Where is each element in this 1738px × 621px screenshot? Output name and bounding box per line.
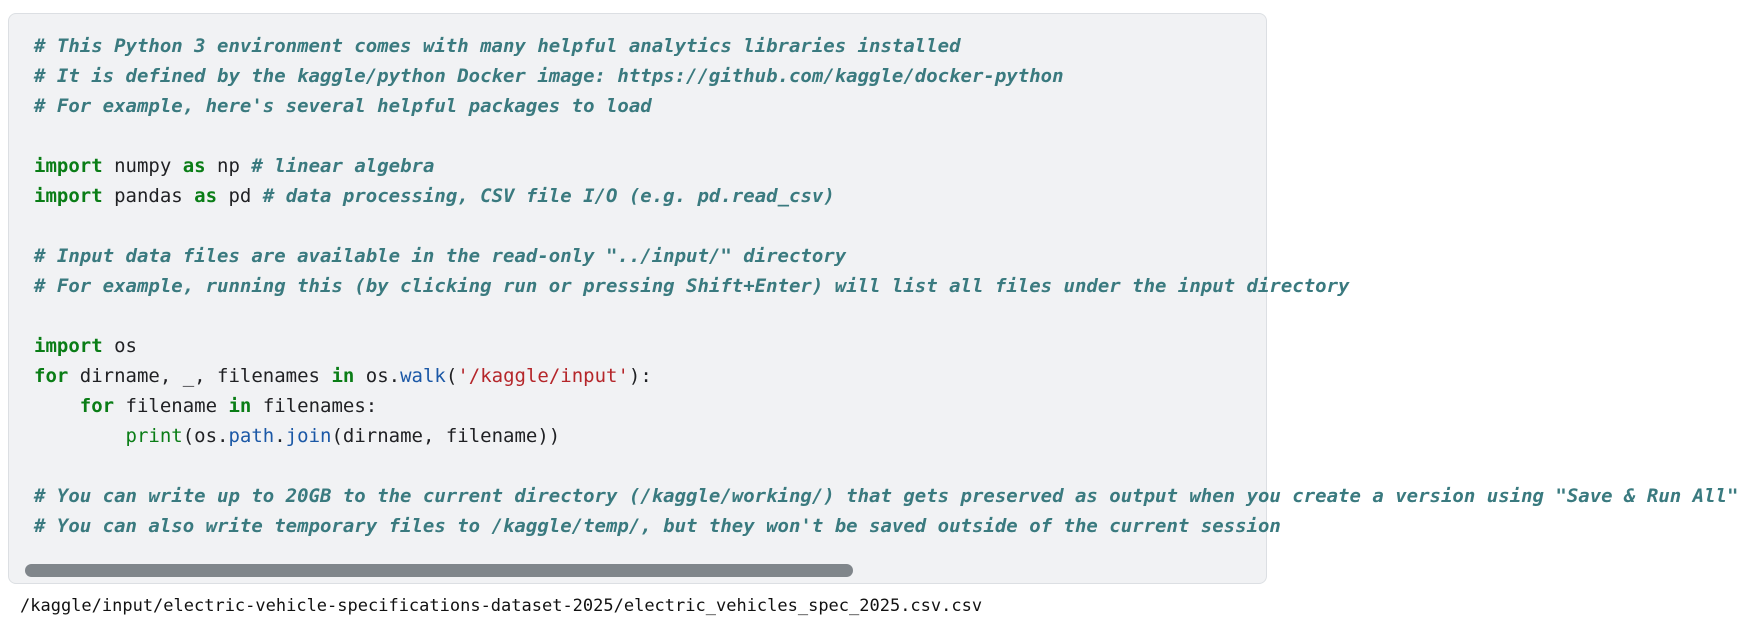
code-line-6: import pandas as pd # data processing, C… — [34, 181, 1266, 211]
code-text: os — [102, 335, 137, 357]
code-line-8: # Input data files are available in the … — [34, 241, 1266, 271]
code-line-9: # For example, running this (by clicking… — [34, 271, 1349, 301]
code-text: dirname, _, filenames — [68, 365, 332, 387]
code-line-5: import numpy as np # linear algebra — [34, 151, 1266, 181]
keyword-as: as — [194, 185, 218, 207]
code-line-14: print(os.path.join(dirname, filename)) — [34, 421, 1266, 451]
keyword-import: import — [34, 155, 103, 177]
code-line-17: # You can also write temporary files to … — [34, 511, 1281, 541]
code-line-11: import os — [34, 331, 1266, 361]
code-builtin: print — [125, 425, 183, 447]
code-line-16: # You can write up to 20GB to the curren… — [34, 481, 1738, 511]
code-line-13: for filename in filenames: — [34, 391, 1266, 421]
keyword-import: import — [34, 185, 103, 207]
code-comment: # For example, running this (by clicking… — [34, 275, 1350, 297]
code-line-7-blank — [34, 211, 1266, 241]
code-text: filenames: — [251, 395, 378, 417]
code-line-4-blank — [34, 121, 1266, 151]
code-line-12: for dirname, _, filenames in os.walk('/k… — [34, 361, 1266, 391]
code-text: ): — [628, 365, 652, 387]
horizontal-scrollbar[interactable] — [23, 564, 1253, 577]
code-text: filename — [114, 395, 229, 417]
code-comment: # data processing, CSV file I/O (e.g. pd… — [262, 185, 835, 207]
code-text: pd — [217, 185, 263, 207]
code-comment: # It is defined by the kaggle/python Doc… — [34, 65, 1064, 87]
code-comment: # For example, here's several helpful pa… — [34, 95, 652, 117]
scrollbar-thumb[interactable] — [25, 564, 853, 577]
code-comment: # You can also write temporary files to … — [34, 515, 1281, 537]
keyword-in: in — [228, 395, 252, 417]
code-comment: # You can write up to 20GB to the curren… — [34, 485, 1738, 507]
cell-output: /kaggle/input/electric-vehicle-specifica… — [20, 596, 983, 616]
code-text: ( — [445, 365, 458, 387]
code-indent — [34, 395, 80, 417]
keyword-import: import — [34, 335, 103, 357]
code-line-2: # It is defined by the kaggle/python Doc… — [34, 61, 1266, 91]
code-comment: # This Python 3 environment comes with m… — [34, 35, 961, 57]
code-line-10-blank — [34, 301, 1266, 331]
code-text: . — [274, 425, 286, 447]
code-comment: # Input data files are available in the … — [34, 245, 847, 267]
code-attribute: walk — [400, 365, 446, 387]
keyword-for: for — [79, 395, 115, 417]
code-text: os. — [354, 365, 401, 387]
code-line-15-blank — [34, 451, 1266, 481]
code-text: np — [205, 155, 252, 177]
code-text: pandas — [102, 185, 195, 207]
code-attribute: path — [228, 425, 275, 447]
code-indent — [34, 425, 126, 447]
code-text: (os. — [182, 425, 229, 447]
code-line-1: # This Python 3 environment comes with m… — [34, 31, 1266, 61]
code-attribute: join — [285, 425, 332, 447]
keyword-in: in — [331, 365, 355, 387]
code-comment: # linear algebra — [251, 155, 435, 177]
code-line-3: # For example, here's several helpful pa… — [34, 91, 1266, 121]
code-string: '/kaggle/input' — [457, 365, 629, 387]
keyword-for: for — [34, 365, 69, 387]
keyword-as: as — [182, 155, 206, 177]
code-editor[interactable]: # This Python 3 environment comes with m… — [34, 31, 1738, 551]
code-text: numpy — [102, 155, 183, 177]
code-text: (dirname, filename)) — [331, 425, 561, 447]
code-cell[interactable]: # This Python 3 environment comes with m… — [8, 13, 1738, 584]
